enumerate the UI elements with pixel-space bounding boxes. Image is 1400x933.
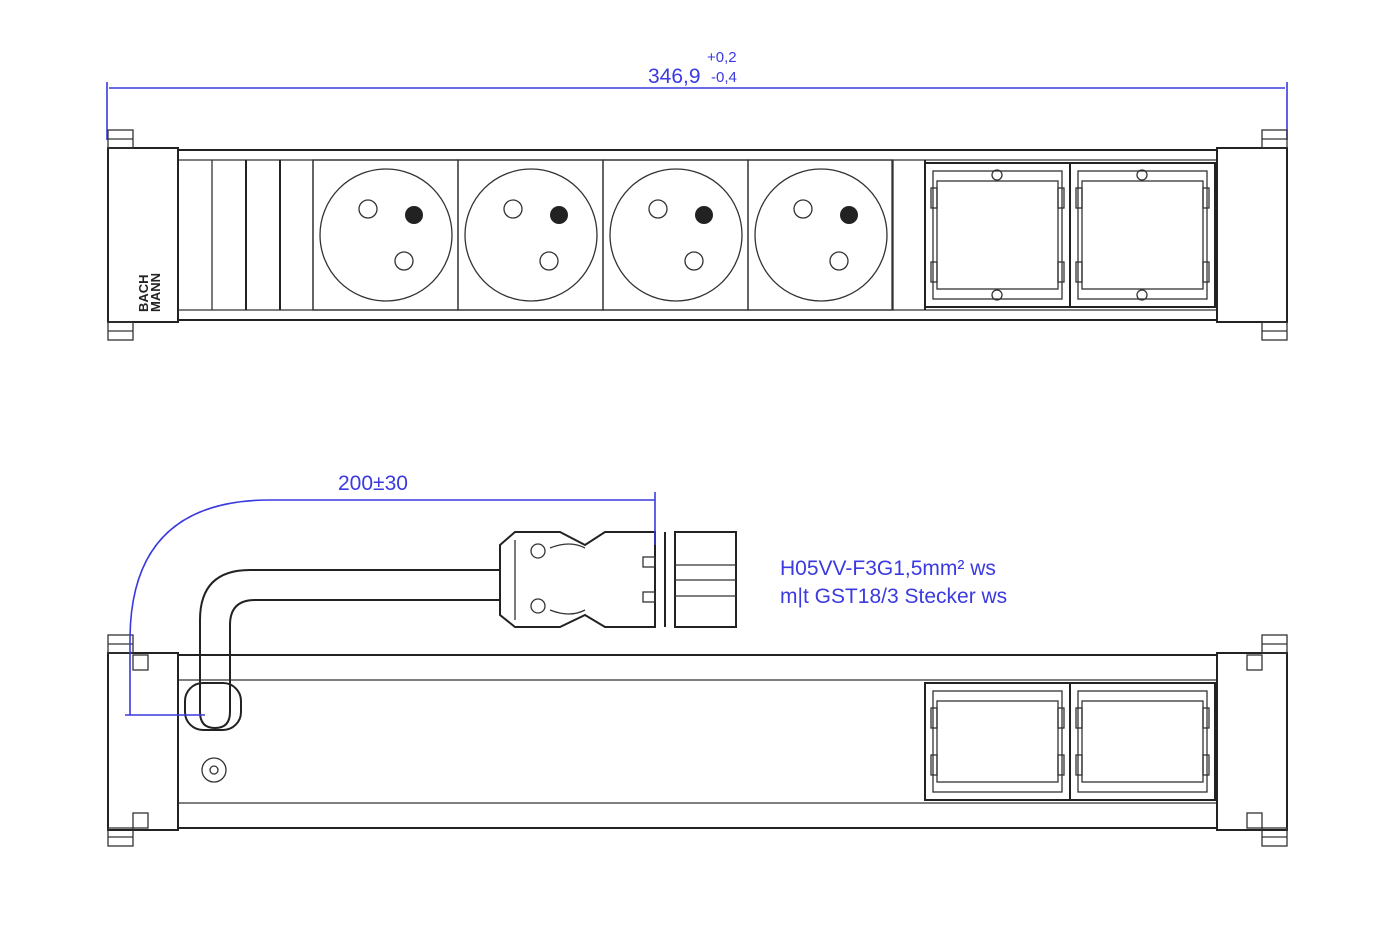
right-end-cap [1216,634,1288,847]
french-socket [312,159,459,311]
tolerance-minus: -0,4 [711,69,737,86]
socket-hole [684,251,704,271]
socket-hole [793,199,813,219]
keystone-module [1069,162,1216,308]
earth-pin [695,206,713,224]
cable-length-value: 200±30 [338,472,408,495]
keystone-module [1069,682,1216,801]
power-strip-top-view: BACH MANN [107,129,1288,341]
dimension-length: 346,9 [648,65,701,88]
gst18-connector [499,531,737,628]
socket-hole [539,251,559,271]
tolerance-plus: +0,2 [707,49,737,66]
socket-hole [358,199,378,219]
overall-length-dimension: 346,9 +0,2 -0,4 [106,49,1288,140]
right-end-cap [1216,129,1288,341]
keystone-module [924,682,1071,801]
blank-strips [211,160,926,310]
svg-text:MANN: MANN [148,273,163,312]
earth-pin [550,206,568,224]
keystone-module [924,162,1071,308]
cable-spec-line1: H05VV-F3G1,5mm² ws [780,557,996,580]
cable-gland [184,682,242,783]
socket-hole [829,251,849,271]
power-strip-bottom-view: 200±30 H05VV-F3G1,5mm² ws m|t GST18/3 St… [107,472,1288,847]
bachmann-logo: BACH [136,274,151,312]
socket-hole [648,199,668,219]
cable [199,569,500,730]
earth-pin [405,206,423,224]
cable-spec-line2: m|t GST18/3 Stecker ws [780,585,1007,608]
left-end-cap: BACH MANN [107,129,179,341]
french-socket [602,159,749,311]
earth-pin [840,206,858,224]
socket-hole [503,199,523,219]
french-socket [747,159,894,311]
left-end-cap [107,634,179,847]
socket-hole [394,251,414,271]
french-socket [457,159,604,311]
cable-length-dimension: 200±30 [125,472,656,716]
